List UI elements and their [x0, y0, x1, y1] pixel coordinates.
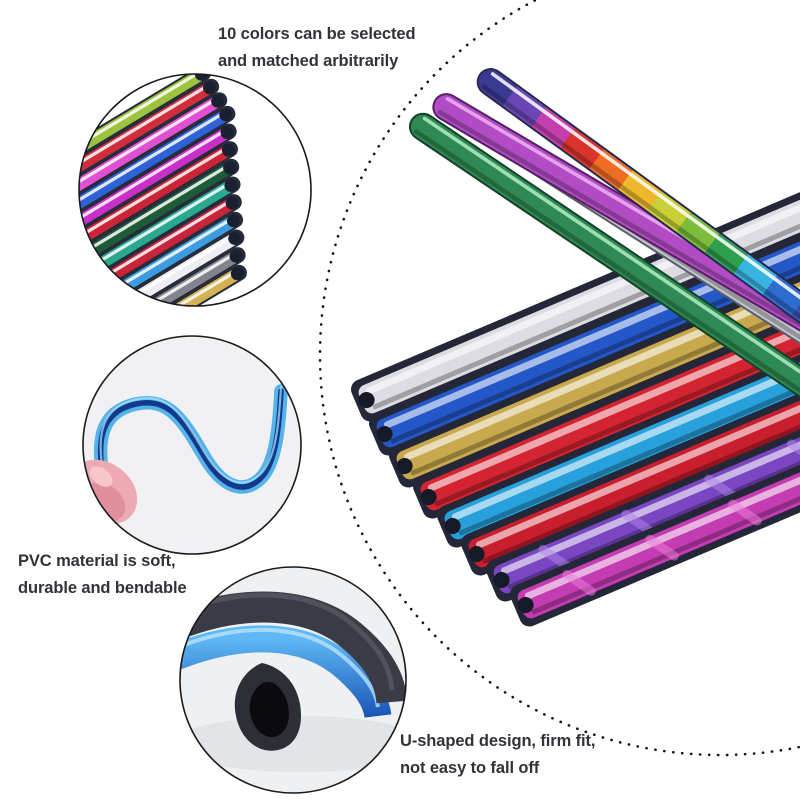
- note-colors-line2: and matched arbitrarily: [218, 52, 399, 70]
- bend-circle-outline: [82, 335, 302, 555]
- note-colors-line1: 10 colors can be selected: [218, 25, 416, 43]
- u-cross-section-hole: [249, 681, 289, 738]
- note-material-line1: PVC material is soft,: [18, 552, 176, 570]
- strip-pile-photo: [350, 65, 800, 627]
- note-ushape-line1: U-shaped design, firm fit,: [400, 732, 596, 750]
- overlay-sticks: [408, 65, 800, 452]
- bendable-strip-circle: [82, 335, 302, 555]
- s-curved-strip: [93, 384, 288, 494]
- colored-tubes: [79, 74, 247, 306]
- color-assortment-circle: [78, 73, 312, 307]
- note-material-line2: durable and bendable: [18, 579, 187, 597]
- bed-strips: [350, 129, 800, 627]
- trim-shadow: [180, 716, 406, 772]
- note-colors: 10 colors can be selected and matched ar…: [218, 21, 416, 75]
- note-material: PVC material is soft, durable and bendab…: [18, 548, 187, 602]
- u-channel-trim: [180, 591, 406, 751]
- note-ushape-line2: not easy to fall off: [400, 759, 540, 777]
- ushape-circle-outline: [179, 566, 407, 794]
- assortment-circle-outline: [78, 73, 312, 307]
- note-ushape: U-shaped design, firm fit, not easy to f…: [400, 728, 596, 782]
- u-channel-circle: [179, 566, 407, 794]
